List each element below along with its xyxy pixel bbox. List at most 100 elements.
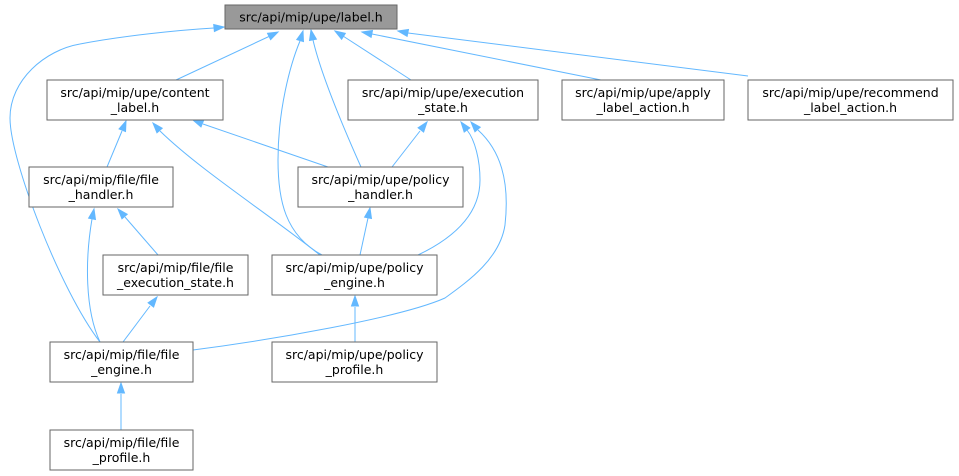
edge-arrowhead (191, 119, 205, 128)
node-label-line: src/api/mip/upe/policy (311, 172, 450, 187)
edge-policy_handler-to-execution_state (391, 120, 428, 168)
edge-line (192, 129, 507, 351)
edge-line (371, 33, 602, 81)
edge-arrowhead (460, 120, 471, 133)
edge-arrowhead (417, 120, 428, 133)
node-apply-label[interactable]: src/api/mip/upe/apply_label_action.h (561, 79, 725, 121)
node-recommend-label[interactable]: src/api/mip/upe/recommend_label_action.h (747, 79, 954, 121)
node-label-line: _label_action.h (803, 100, 897, 115)
edge-content_label-to-label (175, 31, 280, 81)
node-file-exec-state[interactable]: src/api/mip/file/file_execution_state.h (102, 254, 249, 296)
node-box (561, 79, 725, 121)
node-label-line: src/api/mip/upe/policy (285, 347, 424, 362)
edge-file_engine-to-file_handler (86, 207, 101, 343)
node-box (28, 166, 174, 208)
node-label-line: src/api/mip/upe/label.h (239, 10, 382, 25)
node-label-line: _profile.h (92, 450, 151, 465)
edge-policy_engine-to-content_label (152, 121, 321, 256)
edge-arrowhead (266, 31, 280, 41)
edge-line (86, 218, 101, 343)
node-box (747, 79, 954, 121)
node-label-line: _label_action.h (595, 100, 689, 115)
edge-policy_handler-to-content_label (191, 119, 329, 168)
node-content-label[interactable]: src/api/mip/upe/content_label.h (46, 79, 224, 121)
node-policy-handler[interactable]: src/api/mip/upe/policy_handler.h (297, 166, 464, 208)
node-label-line: _execution_state.h (116, 275, 234, 290)
edge-arrowhead (333, 30, 347, 41)
edge-arrowhead (360, 29, 374, 39)
edge-execution_state-to-label (333, 30, 412, 81)
edge-line (202, 123, 329, 168)
node-policy-profile[interactable]: src/api/mip/upe/policy_profile.h (271, 341, 438, 383)
edge-file_engine-to-label (9, 23, 226, 343)
edge-file_exec_state-to-file_handler (117, 207, 159, 256)
edge-arrowhead (118, 119, 127, 133)
edge-line (407, 32, 749, 77)
node-label-line: src/api/mip/upe/policy (285, 260, 424, 275)
node-label-line: src/api/mip/upe/recommend (762, 85, 938, 100)
node-box (297, 166, 464, 208)
node-box (46, 79, 224, 121)
edge-recommend_label-to-label (396, 28, 749, 77)
edge-file_profile-to-file_engine (116, 381, 126, 430)
node-label-line: _state.h (417, 100, 468, 115)
edge-arrowhead (152, 121, 164, 134)
edge-file_handler-to-content_label (106, 119, 127, 168)
edge-policy_handler-to-label (308, 28, 362, 168)
edge-policy_engine-to-policy_handler (359, 206, 373, 256)
nodes-layer: src/api/mip/upe/label.h src/api/mip/upe/c… (28, 4, 954, 471)
edge-policy_profile-to-policy_engine (350, 294, 360, 342)
node-label-line: src/api/mip/file/file (43, 172, 159, 187)
edge-arrowhead (116, 381, 126, 394)
edge-arrowhead (213, 23, 226, 33)
node-box (347, 79, 539, 121)
node-box (224, 4, 398, 30)
edge-arrowhead (350, 294, 360, 307)
edge-arrowhead (147, 295, 158, 308)
node-label-line: src/api/mip/file/file (64, 347, 180, 362)
edge-file_engine-to-file_exec_state (122, 295, 158, 343)
edge-arrowhead (117, 207, 129, 220)
node-box (102, 254, 249, 296)
edge-file_engine-to-execution_state (192, 120, 507, 351)
edge-arrowhead (87, 207, 97, 221)
node-label-line: src/api/mip/upe/execution (362, 85, 524, 100)
node-box (49, 341, 194, 383)
edge-arrowhead (308, 28, 318, 42)
edge-line (159, 130, 321, 256)
edge-policy_engine-to-label (277, 29, 323, 256)
edge-line (359, 217, 369, 256)
node-label-line: _label.h (110, 100, 159, 115)
node-label-line: _engine.h (90, 362, 152, 377)
edge-line (106, 130, 123, 168)
edge-line (124, 216, 159, 256)
edge-arrowhead (363, 206, 373, 220)
node-label-line: src/api/mip/upe/apply (575, 85, 711, 100)
edge-line (417, 129, 481, 256)
edge-line (312, 39, 362, 168)
node-label-line: _handler.h (347, 187, 413, 202)
edge-line (9, 27, 215, 343)
node-label-line: src/api/mip/file/file (118, 260, 234, 275)
node-policy-engine[interactable]: src/api/mip/upe/policy_engine.h (271, 254, 438, 296)
edge-line (122, 305, 151, 343)
node-label-line: _engine.h (323, 275, 385, 290)
edge-line (277, 40, 323, 256)
edge-arrowhead (470, 120, 482, 133)
edge-arrowhead (396, 28, 410, 38)
node-label-line: src/api/mip/file/file (64, 435, 180, 450)
edge-line (342, 35, 412, 81)
node-file-handler[interactable]: src/api/mip/file/file_handler.h (28, 166, 174, 208)
node-box (271, 341, 438, 383)
node-box (271, 254, 438, 296)
node-file-engine[interactable]: src/api/mip/file/file_engine.h (49, 341, 194, 383)
edges-layer (9, 23, 749, 430)
node-label-line: _profile.h (325, 362, 384, 377)
edge-arrowhead (295, 29, 305, 43)
node-execution-state[interactable]: src/api/mip/upe/execution_state.h (347, 79, 539, 121)
node-file-profile[interactable]: src/api/mip/file/file_profile.h (49, 429, 194, 471)
node-box (49, 429, 194, 471)
edge-apply_label-to-label (360, 29, 602, 81)
node-label: src/api/mip/upe/label.h (224, 4, 398, 30)
